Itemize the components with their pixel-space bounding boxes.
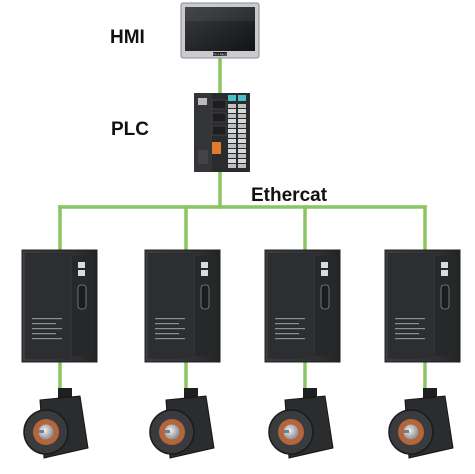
servo-drive-axis-3 xyxy=(264,249,341,363)
servo-motor-axis-2 xyxy=(149,388,215,459)
hmi-label: HMI xyxy=(110,27,145,48)
plc-io-terminals xyxy=(228,104,246,168)
ethercat-label: Ethercat xyxy=(251,185,328,206)
hmi-brand: Pro-face xyxy=(212,52,228,57)
ethercat-bus xyxy=(58,56,427,394)
servo-drive-axis-4 xyxy=(384,249,461,363)
servo-drive-axis-2 xyxy=(144,249,221,363)
hmi-panel-icon: Pro-face xyxy=(180,2,260,59)
plc-label: PLC xyxy=(111,119,149,140)
servo-drive-axis-1 xyxy=(21,249,98,363)
servo-axes xyxy=(21,249,461,459)
servo-motor-axis-4 xyxy=(388,388,454,459)
servo-motor-axis-3 xyxy=(268,388,334,459)
servo-motor-axis-1 xyxy=(23,388,89,459)
